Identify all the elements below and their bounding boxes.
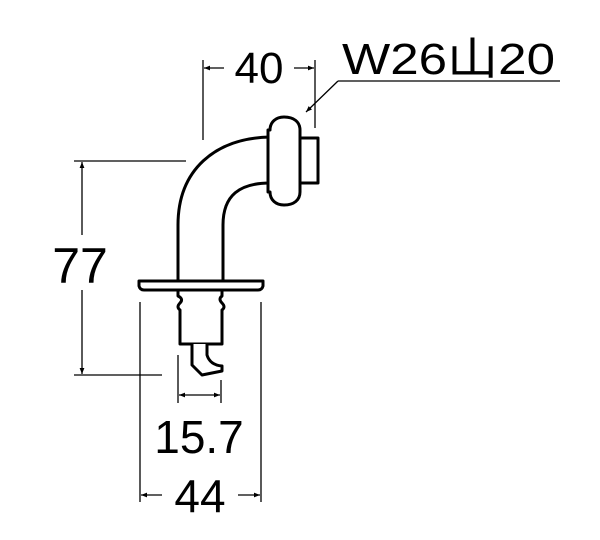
- dimension-77: 77: [52, 160, 186, 376]
- thread-callout: W26山20: [305, 35, 560, 113]
- dimension-77-label: 77: [52, 238, 108, 294]
- thread-spec-label: W26山20: [342, 35, 555, 84]
- pin: [190, 344, 224, 377]
- elbow-pipe: [176, 135, 272, 284]
- dimension-15-7-label: 15.7: [154, 411, 244, 463]
- flange: [137, 279, 265, 292]
- dimension-15-7: 15.7: [154, 355, 244, 463]
- shank-body: [176, 288, 226, 346]
- dimension-40: 40: [202, 44, 316, 140]
- fitting-part: [137, 115, 320, 377]
- dimension-44: 44: [139, 302, 262, 522]
- dimension-44-label: 44: [174, 470, 225, 522]
- dimension-40-label: 40: [235, 44, 284, 93]
- union-nut: [266, 115, 302, 207]
